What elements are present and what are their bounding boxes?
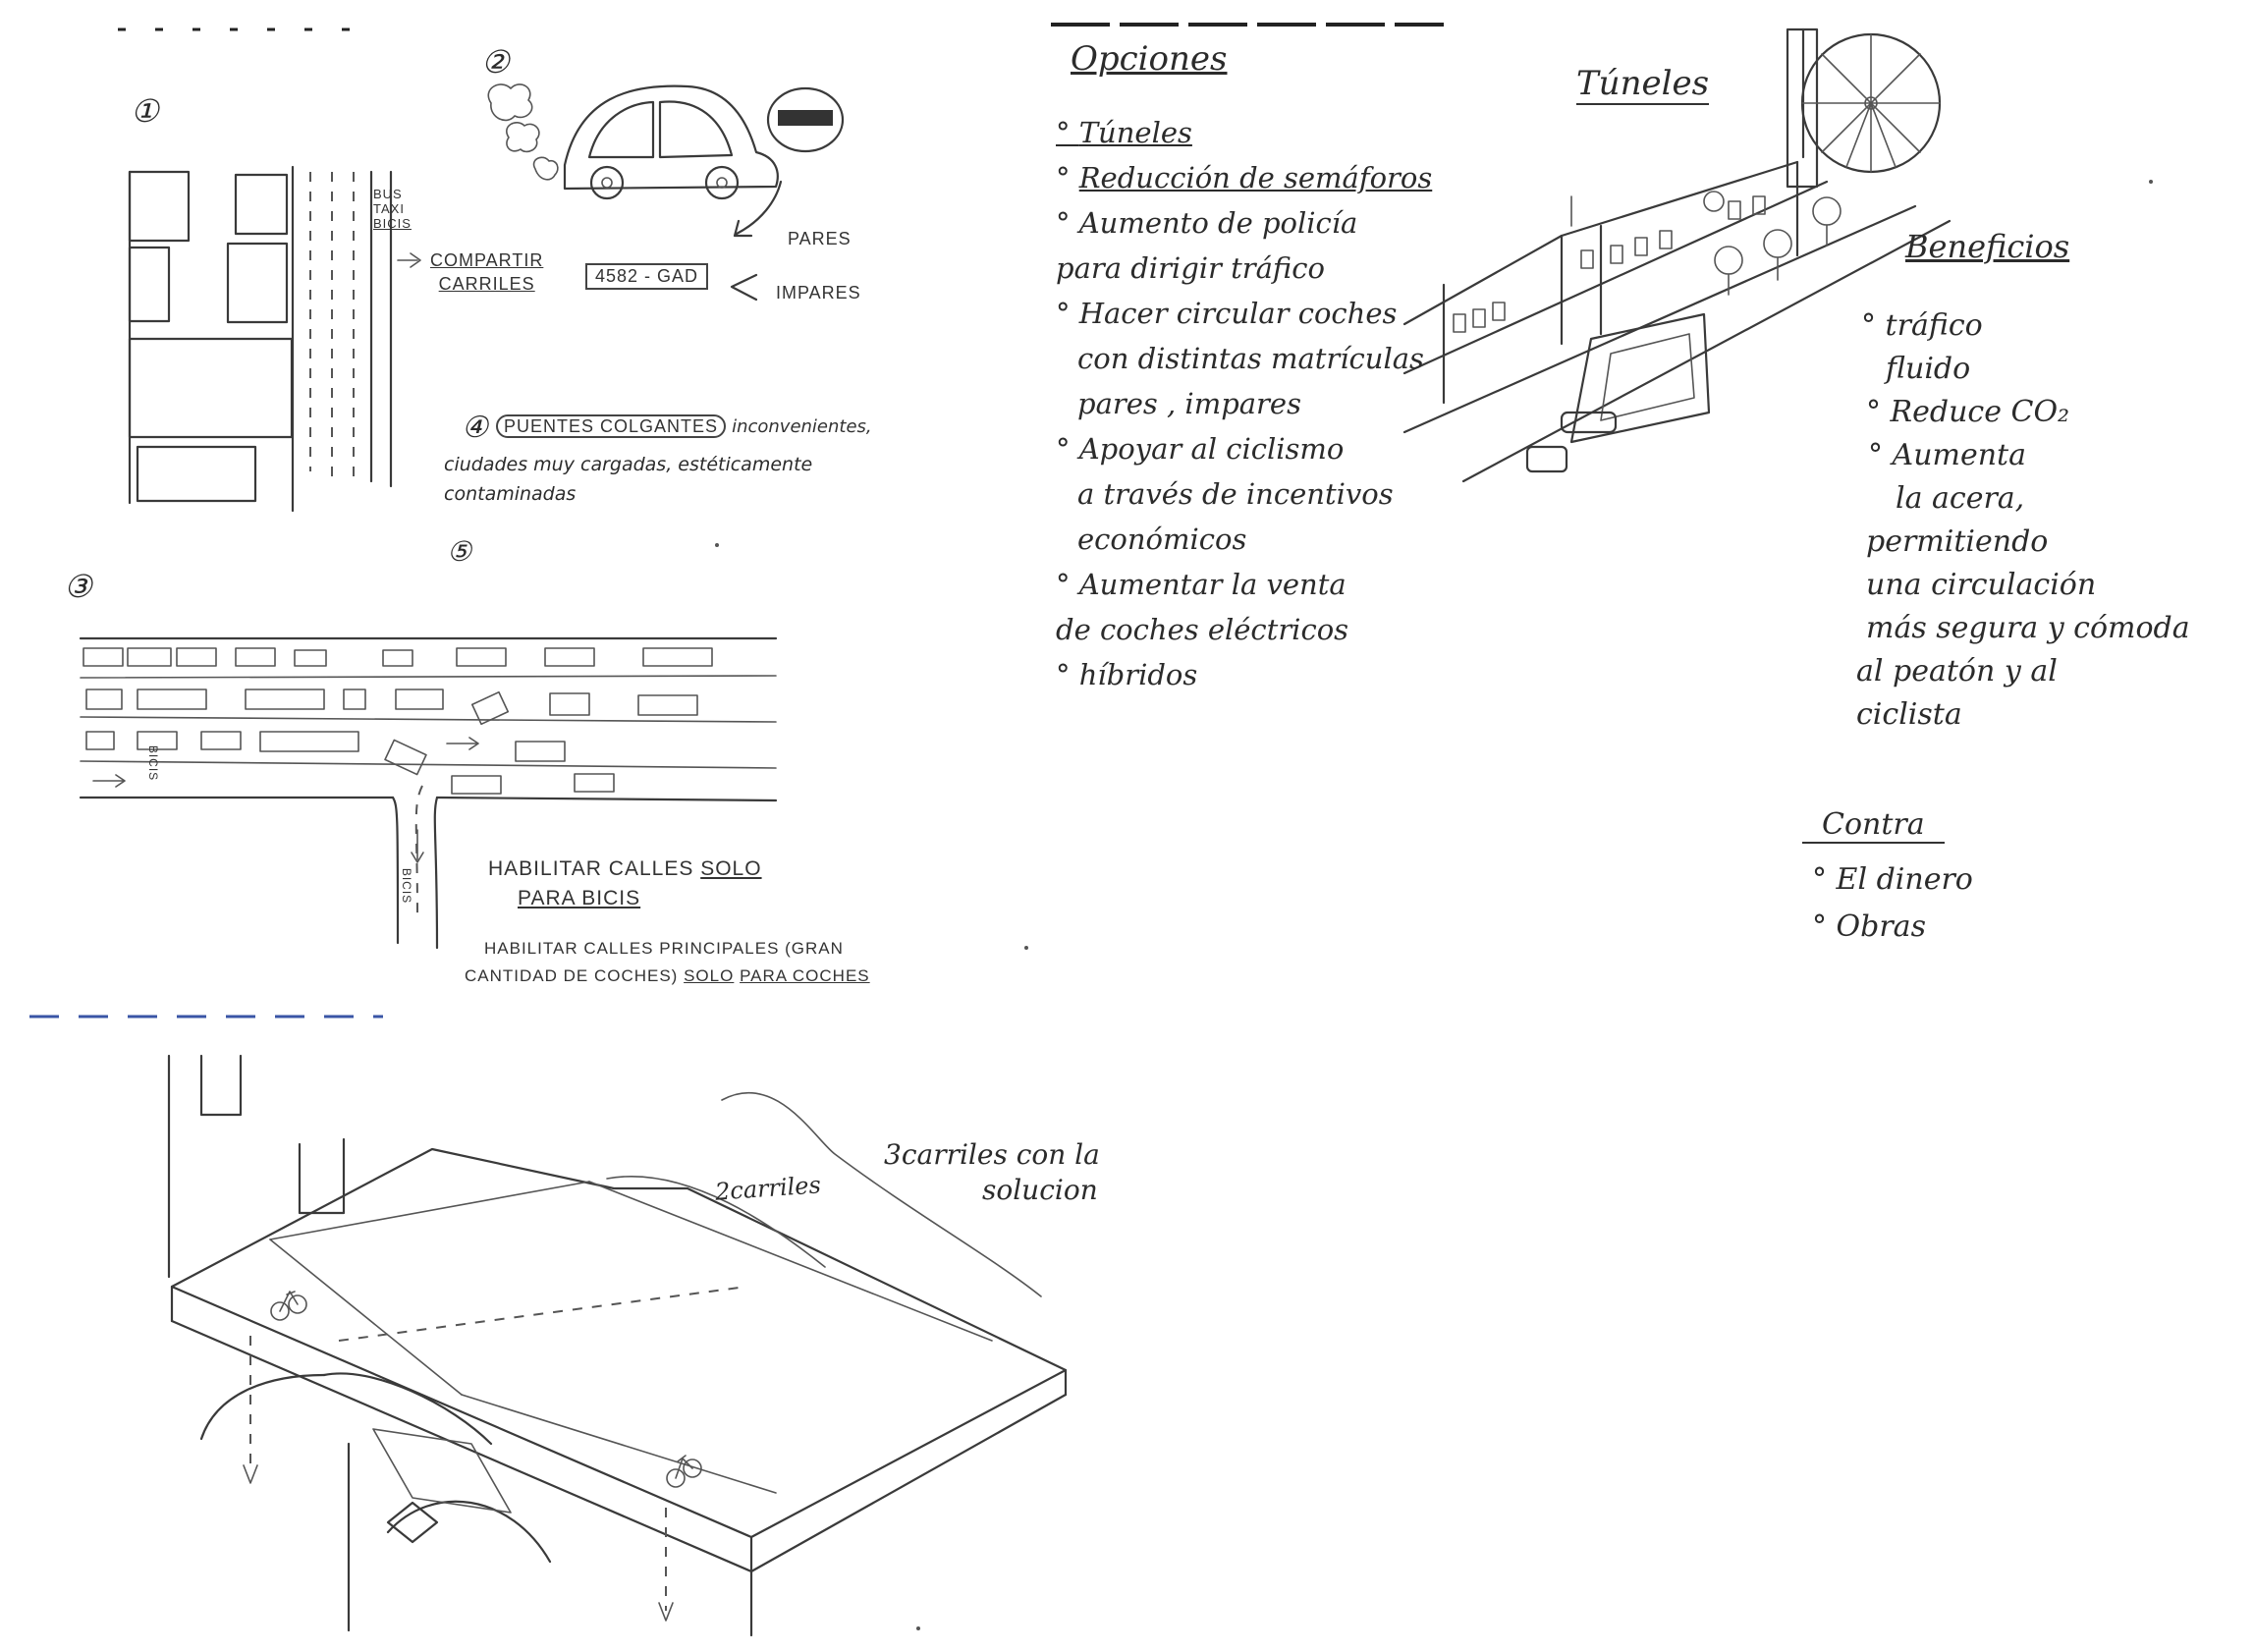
lane-labels: BUS TAXI BICIS (373, 187, 412, 231)
impares-label: IMPARES (776, 283, 861, 303)
contra-title: Contra (1802, 807, 1945, 844)
tunnel-city-sketch (1402, 28, 1952, 483)
bicis-lane-label: BICIS (146, 744, 161, 782)
tuneles-title: Túneles (1576, 64, 1710, 105)
step-number-1: ① (131, 92, 159, 130)
step-number-5: ⑤ (447, 535, 472, 568)
license-plate: 4582 - GAD (585, 263, 709, 290)
traffic-sketch (79, 636, 778, 950)
beneficios-list: ° tráfico fluido ° Reduce CO₂ ° Aumenta … (1856, 308, 2190, 732)
bicis-road-label: BICIS (400, 867, 414, 905)
puentes-colgantes-notes: ciudades muy cargadas, estéticamente con… (444, 454, 813, 505)
step-number-2: ② (481, 43, 510, 81)
contra-list: ° El dinero ° Obras (1812, 862, 1973, 944)
city-blocks-sketch (128, 165, 421, 513)
step-number-4: ④ (462, 411, 488, 445)
beneficios-title: Beneficios (1905, 228, 2070, 265)
step-number-3: ③ (64, 568, 92, 605)
opciones-title: Opciones (1071, 39, 1228, 79)
bridge-sketch (167, 1054, 1068, 1637)
car-sketch (487, 83, 845, 302)
pares-label: PARES (788, 229, 852, 248)
tres-carriles-label: 3carriles con la solucion (884, 1138, 1100, 1206)
opciones-list: ° Túneles ° Reducción de semáforos ° Aum… (1056, 116, 1433, 691)
compartir-carriles-label: COMPARTIR CARRILES (430, 250, 544, 294)
puentes-colgantes-label: PUENTES COLGANTES inconvenientes, (496, 414, 872, 438)
habilitar-calles-bicis: HABILITAR CALLES SOLO PARA BICIS (488, 857, 762, 909)
habilitar-calles-coches: HABILITAR CALLES PRINCIPALES (GRAN CANTI… (465, 939, 870, 985)
